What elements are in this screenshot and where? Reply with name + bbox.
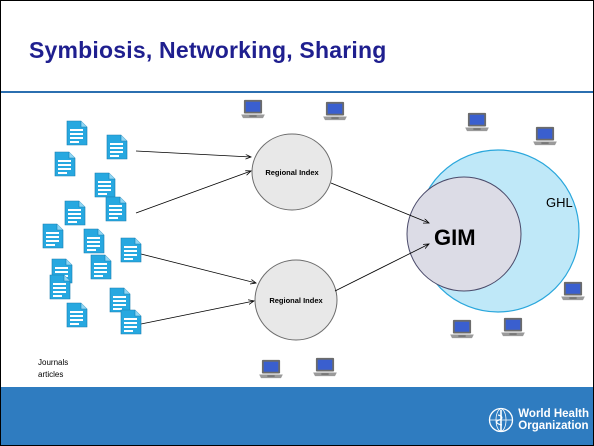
document-icon: [90, 254, 112, 280]
document-icon: [42, 223, 64, 249]
ghl-label: GHL: [546, 195, 573, 210]
slide-title: Symbiosis, Networking, Sharing: [29, 37, 387, 63]
document-icon: [49, 274, 71, 300]
arrow-docs-to-index-bottom-2: [140, 301, 254, 325]
laptop-icon: [533, 126, 557, 146]
arrow-docs-to-index-bottom-1: [140, 253, 256, 283]
regional-index-label-bottom: Regional Index: [269, 296, 323, 305]
laptop-icon: [313, 357, 337, 377]
document-icon: [106, 134, 128, 160]
who-wordmark: World Health Organization: [518, 408, 589, 432]
laptop-icon: [241, 99, 265, 119]
who-logo: World Health Organization: [488, 407, 589, 433]
laptop-icon: [561, 281, 585, 301]
title-divider: [1, 91, 593, 93]
document-icon: [94, 172, 116, 198]
arrow-index-bottom-to-gim: [334, 244, 429, 292]
document-icon: [83, 228, 105, 254]
document-icon: [66, 302, 88, 328]
document-icon: [120, 237, 142, 263]
laptop-icon: [450, 319, 474, 339]
regional-index-node-bottom: [254, 259, 338, 341]
laptop-icon: [465, 112, 489, 132]
network-diagram: GHL GIM Regional Index Regional Index: [38, 99, 585, 379]
journal-documents: [42, 120, 142, 335]
org-name-line2: Organization: [518, 420, 589, 432]
arrow-docs-to-index-top-1: [135, 150, 251, 157]
laptop-icon: [323, 101, 347, 121]
document-icon: [120, 309, 142, 335]
journals-label-line1: Journals: [38, 358, 68, 367]
laptop-icon: [501, 317, 525, 337]
regional-index-node-top: [251, 133, 333, 211]
arrow-index-top-to-gim: [330, 182, 429, 223]
footer-bar: World Health Organization: [1, 387, 593, 445]
who-emblem-icon: [489, 407, 514, 433]
journals-label-line2: articles: [38, 370, 63, 379]
regional-index-label-top: Regional Index: [265, 168, 319, 177]
document-icon: [54, 151, 76, 177]
document-icon: [64, 200, 86, 226]
document-icon: [109, 287, 131, 313]
laptop-icon: [259, 359, 283, 379]
gim-label: GIM: [434, 225, 476, 250]
title-bar: Symbiosis, Networking, Sharing: [1, 1, 593, 91]
arrows: [135, 150, 429, 325]
document-icon: [66, 120, 88, 146]
document-icon: [105, 196, 127, 222]
arrow-docs-to-index-top-2: [135, 171, 251, 214]
gim-circle: [406, 176, 522, 292]
org-name-line1: World Health: [518, 408, 589, 420]
